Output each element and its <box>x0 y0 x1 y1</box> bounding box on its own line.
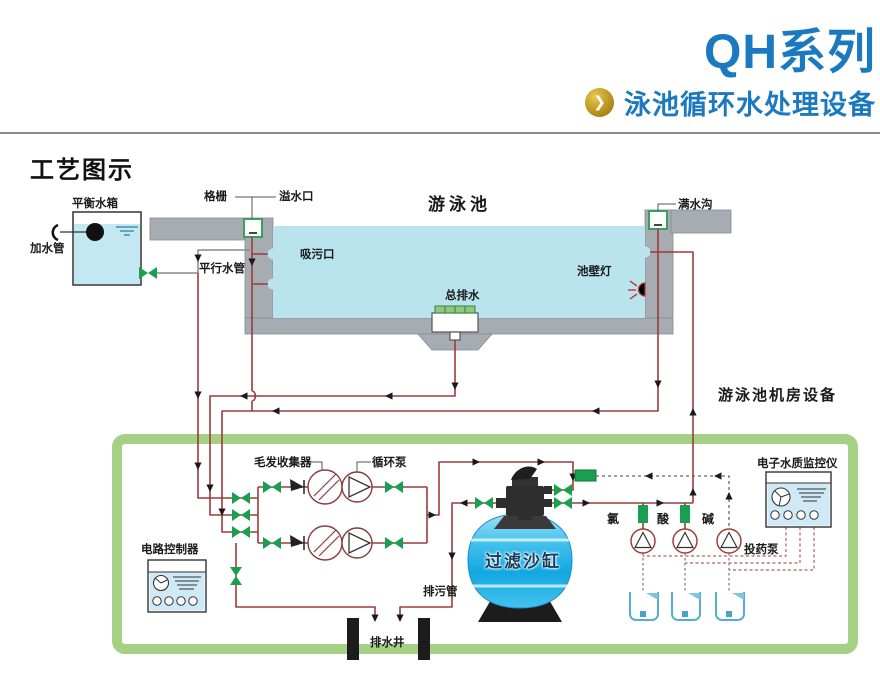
pool-light-icon <box>628 280 646 300</box>
chlorine-injector-icon <box>638 505 648 523</box>
chemical-tank-icon <box>671 592 701 621</box>
knobs-icon <box>152 596 198 606</box>
chemical-tank-icon <box>629 592 659 621</box>
pool-water <box>273 226 645 318</box>
arrow-badge-icon: ❯ <box>585 87 614 117</box>
sand-filter <box>467 466 573 622</box>
pool-title: 游泳池 <box>428 195 491 214</box>
water-monitor-device <box>765 471 832 528</box>
header-divider <box>0 132 880 134</box>
label-overflow-inlet: 溢水口 <box>279 191 314 203</box>
chemical-tank-icon <box>715 592 745 621</box>
circulation-pump-icon <box>341 471 373 503</box>
float-ball-icon <box>86 223 104 241</box>
label-fill-pipe: 加水管 <box>30 243 65 255</box>
label-hair-collector: 毛发收集器 <box>254 457 312 469</box>
balance-tank <box>51 211 142 286</box>
label-circulation-pump: 循环泵 <box>372 457 407 469</box>
label-main-drain: 总排水 <box>445 290 480 302</box>
label-alkali: 碱 <box>702 512 715 526</box>
label-water-monitor: 电子水质监控仪 <box>757 458 838 470</box>
main-drain-icon <box>431 305 479 341</box>
machine-room-border <box>112 434 858 654</box>
gutter-box <box>648 210 668 230</box>
label-acid: 酸 <box>657 512 670 526</box>
label-sewage-pipe: 排污管 <box>423 586 458 598</box>
flow-switch-icon <box>574 469 597 482</box>
overflow-inlet-box <box>243 218 263 238</box>
diagram-title: 工艺图示 <box>30 157 134 184</box>
circulation-pump-icon <box>341 527 373 559</box>
label-suction-port: 吸污口 <box>300 249 335 261</box>
valves <box>139 267 572 585</box>
label-balance-tank: 平衡水箱 <box>72 198 118 210</box>
label-circuit-controller: 电路控制器 <box>141 544 199 556</box>
page-title: QH系列 <box>703 26 876 79</box>
machine-room-title: 游泳池机房设备 <box>718 387 838 404</box>
label-connectors <box>235 196 676 472</box>
hair-collector-icon <box>307 469 343 505</box>
page-subtitle: 泳池循环水处理设备 <box>624 89 876 120</box>
acid-injector-icon <box>680 505 690 523</box>
label-sand-filter: 过滤沙缸 <box>485 552 561 571</box>
fill-pipe-icon <box>51 223 59 242</box>
subtitle-row: ❯ 泳池循环水处理设备 <box>585 86 876 120</box>
circuit-controller-device <box>147 559 207 613</box>
multiport-valve-icon <box>506 486 544 516</box>
dosing-pumps <box>630 528 742 554</box>
drain-well-bars <box>347 618 430 660</box>
hair-collector-icon <box>307 525 343 561</box>
label-parallel-pipe: 平行水管 <box>199 263 245 275</box>
hair-collector-and-pumps <box>307 469 373 561</box>
label-grille: 格栅 <box>204 191 227 203</box>
water-surface-icon <box>116 226 138 236</box>
knobs-icon <box>770 510 819 520</box>
label-pool-light: 池壁灯 <box>577 266 612 278</box>
chemical-tanks <box>629 592 745 621</box>
label-dosing-pump: 投药泵 <box>744 544 779 556</box>
check-valve-icon <box>290 479 305 550</box>
label-chlorine: 氯 <box>607 512 620 526</box>
label-drain-well: 排水井 <box>370 637 405 649</box>
label-gutter: 满水沟 <box>678 199 713 211</box>
valve-handle-icon <box>511 466 537 480</box>
